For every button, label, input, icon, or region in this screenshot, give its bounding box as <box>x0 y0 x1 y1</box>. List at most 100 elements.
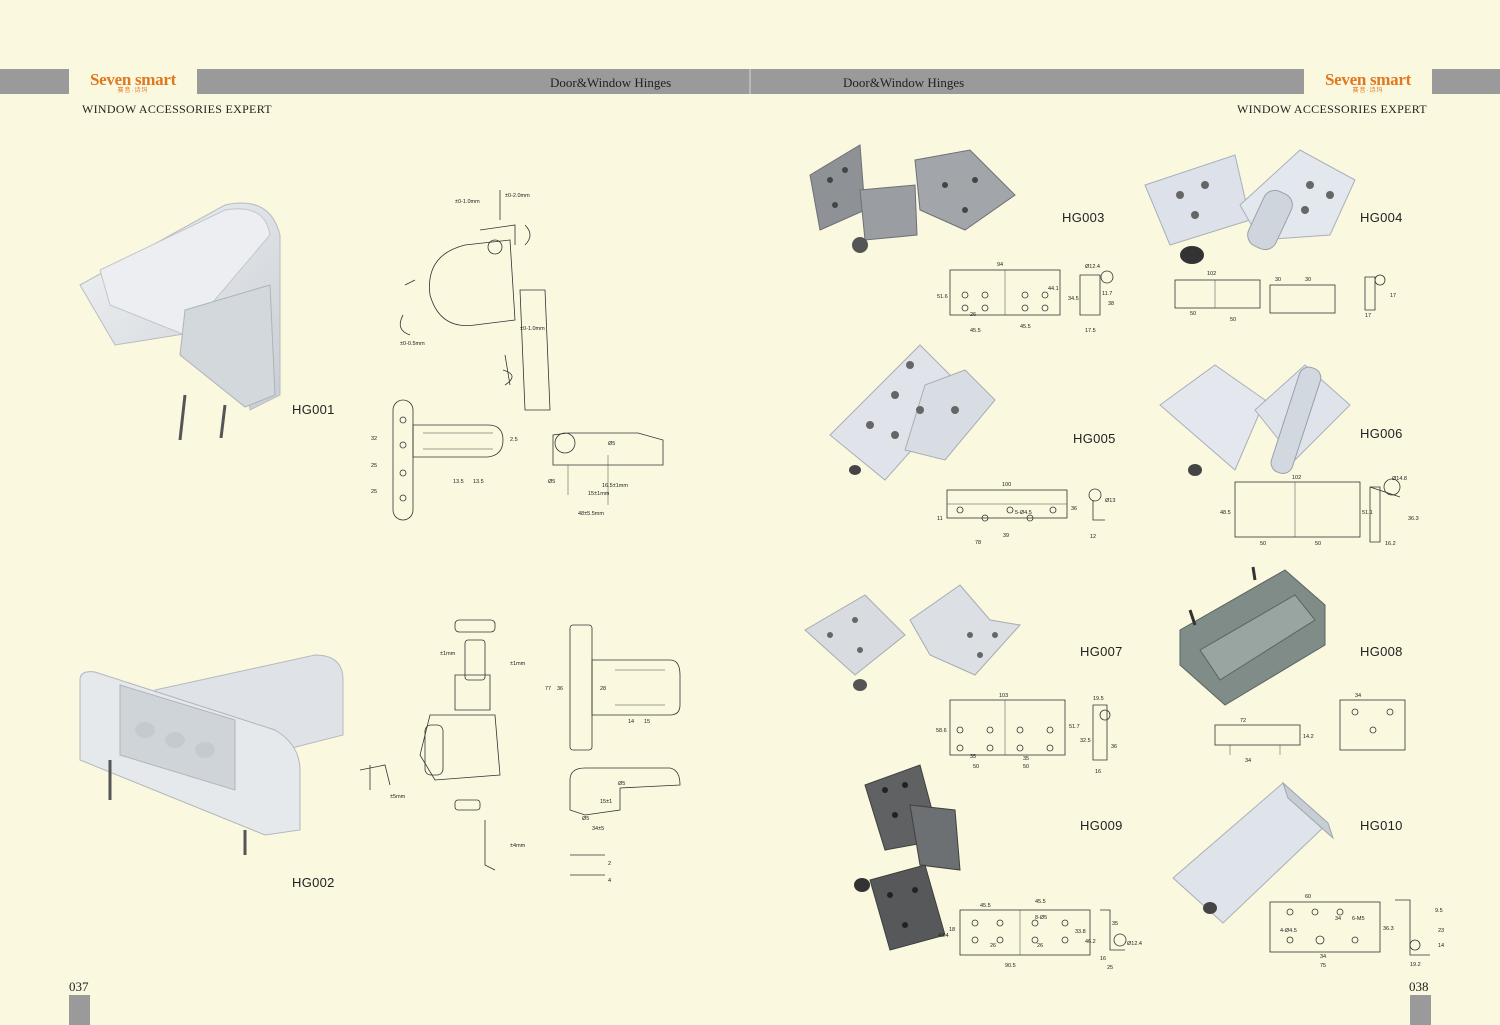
hg007-dim: 58.6 <box>936 728 947 734</box>
hg001-model-label: HG001 <box>292 402 335 417</box>
hg001-dim: 25 <box>371 463 377 469</box>
hg002-product-image <box>79 654 344 855</box>
hg002-dim: ±4mm <box>510 843 526 849</box>
tagline-right: WINDOW ACCESSORIES EXPERT <box>1237 102 1427 116</box>
hg009-product-image <box>854 764 961 951</box>
hg003-dim: 26 <box>970 312 976 318</box>
hg002-dim: 34±5 <box>592 826 604 832</box>
hg004-dim: 17 <box>1390 293 1396 299</box>
hg003-dim: 38 <box>1108 301 1114 307</box>
hg010-dim: 9.5 <box>1435 908 1443 914</box>
hg003-dim: 17.5 <box>1085 328 1096 334</box>
hg007-product-image <box>804 584 1021 691</box>
hg002-exploded-drawing: ±1mm ±1mm ±5mm ±4mm <box>359 619 526 871</box>
hg009-dim: 26 <box>990 943 996 949</box>
hg002-dim: 15±1 <box>600 799 612 805</box>
hg010-dim: 34 <box>1320 954 1326 960</box>
hg010-dim: 19.2 <box>1410 962 1421 968</box>
hg009-dim: 45.5 <box>980 903 991 909</box>
hg002-dim: Ø5 <box>582 816 589 822</box>
page-tab-right <box>1410 995 1431 1025</box>
brand-logo-right: Seven smart 赛音·诗玛 <box>1304 69 1432 97</box>
hg003-dim: 94 <box>997 262 1003 268</box>
hg004-model-label: HG004 <box>1360 210 1403 225</box>
hg009-dim: 25 <box>1107 965 1113 971</box>
hg001-dim: Ø5 <box>608 441 615 447</box>
hg002-dim: ±1mm <box>440 651 456 657</box>
hg006-dim: 50 <box>1315 541 1321 547</box>
hg006-model-label: HG006 <box>1360 426 1403 441</box>
hg002-dim: 2 <box>608 861 611 867</box>
hg009-model-label: HG009 <box>1080 818 1123 833</box>
hg005-dim: 78 <box>975 540 981 546</box>
hg008-dim: 34 <box>1355 693 1361 699</box>
hg009-dimension-drawing: 45.5 45.5 8-Ø5 35 43.4 18 26 26 33.8 46.… <box>938 899 1142 971</box>
hg010-dim: 75 <box>1320 963 1326 969</box>
hg008-dim: 14.2 <box>1303 734 1314 740</box>
hg008-dim: 34 <box>1245 758 1251 764</box>
hg009-dim: 90.5 <box>1005 963 1016 969</box>
hg009-dim: 16 <box>1100 956 1106 962</box>
hg007-dim: 36 <box>1111 744 1117 750</box>
hg009-dim: 43.4 <box>938 933 949 939</box>
hg001-dim: ±0-2.0mm <box>505 193 530 199</box>
hg001-exploded-drawing: ±0-1.0mm ±0-2.0mm ±0-0.5mm ±0-1.0mm <box>399 190 551 411</box>
hg002-dim: ±5mm <box>390 794 406 800</box>
hg003-dim: 34.5 <box>1068 296 1079 302</box>
hg005-dim: Ø13 <box>1105 498 1115 504</box>
hg006-dim: 48.5 <box>1220 510 1231 516</box>
hg007-dimension-drawing: 103 19.5 58.6 51.7 32.5 36 35 35 50 50 1… <box>936 693 1117 775</box>
hg003-product-image <box>809 144 1016 253</box>
hg004-dim: 50 <box>1230 317 1236 323</box>
hg006-product-image <box>1159 364 1351 476</box>
hg001-dim: 16.5±1mm <box>602 483 628 489</box>
hg003-dim: 45.5 <box>1020 324 1031 330</box>
section-title-left: Door&Window Hinges <box>550 75 672 90</box>
hg001-dimension-drawing: 32 25 25 2.5 13.5 13.5 Ø5 Ø5 15±1mm 16.5… <box>371 399 664 521</box>
hg006-dimension-drawing: 102 Ø14.8 48.5 51.1 36.3 50 50 16.2 <box>1220 475 1419 547</box>
hg004-dim: 102 <box>1207 271 1216 277</box>
hg001-dim: 13.5 <box>453 479 464 485</box>
hg003-dim: 11.7 <box>1102 291 1112 297</box>
hg003-model-label: HG003 <box>1062 210 1105 225</box>
hg002-dim: ±1mm <box>510 661 526 667</box>
hg002-dim: 4 <box>608 878 611 884</box>
brand-sub: 赛音·诗玛 <box>1352 87 1384 94</box>
hg007-dim: 51.7 <box>1069 724 1080 730</box>
hg004-dim: 50 <box>1190 311 1196 317</box>
hg005-product-image <box>829 344 996 481</box>
hg004-product-image <box>1144 149 1356 264</box>
hg002-dim: Ø5 <box>618 781 625 787</box>
hg001-dim: 32 <box>371 436 377 442</box>
hg001-dim: 13.5 <box>473 479 484 485</box>
hg007-dim: 35 <box>970 754 976 760</box>
hg007-dim: 16 <box>1095 769 1101 775</box>
brand-name: Seven smart <box>90 69 176 89</box>
hg001-product-image <box>79 202 281 441</box>
hg001-dim: 48±5.5mm <box>578 511 604 517</box>
page-fold <box>749 69 751 94</box>
hg008-product-image <box>1179 566 1326 706</box>
hg003-dimension-drawing: 94 Ø12.4 51.6 44.1 34.5 11.7 38 26 45.5 … <box>937 262 1114 334</box>
hg004-dim: 30 <box>1305 277 1311 283</box>
hg006-dim: 50 <box>1260 541 1266 547</box>
hg002-dim: 28 <box>600 686 606 692</box>
hg009-dim: 8-Ø5 <box>1035 915 1047 921</box>
tagline-left: WINDOW ACCESSORIES EXPERT <box>82 102 272 116</box>
hg005-dim: 39 <box>1003 533 1009 539</box>
hg010-model-label: HG010 <box>1360 818 1403 833</box>
page-tab-left <box>69 995 90 1025</box>
hg001-dim: ±0-1.0mm <box>455 199 480 205</box>
hg002-dim: 77 <box>545 686 551 692</box>
hg005-dim: 36 <box>1071 506 1077 512</box>
section-title-right: Door&Window Hinges <box>843 75 965 90</box>
hg009-dim: 26 <box>1037 943 1043 949</box>
page-number-right: 038 <box>1409 979 1429 994</box>
hg003-dim: 44.1 <box>1048 286 1059 292</box>
hg005-dimension-drawing: 100 Ø13 11 5-Ø4.5 36 39 78 12 <box>937 482 1115 546</box>
hg008-dim: 72 <box>1240 718 1246 724</box>
hg002-dim: 15 <box>644 719 650 725</box>
hg007-dim: 19.5 <box>1093 696 1104 702</box>
hg006-dim: 51.1 <box>1362 510 1373 516</box>
hg009-dim: 45.5 <box>1035 899 1046 905</box>
